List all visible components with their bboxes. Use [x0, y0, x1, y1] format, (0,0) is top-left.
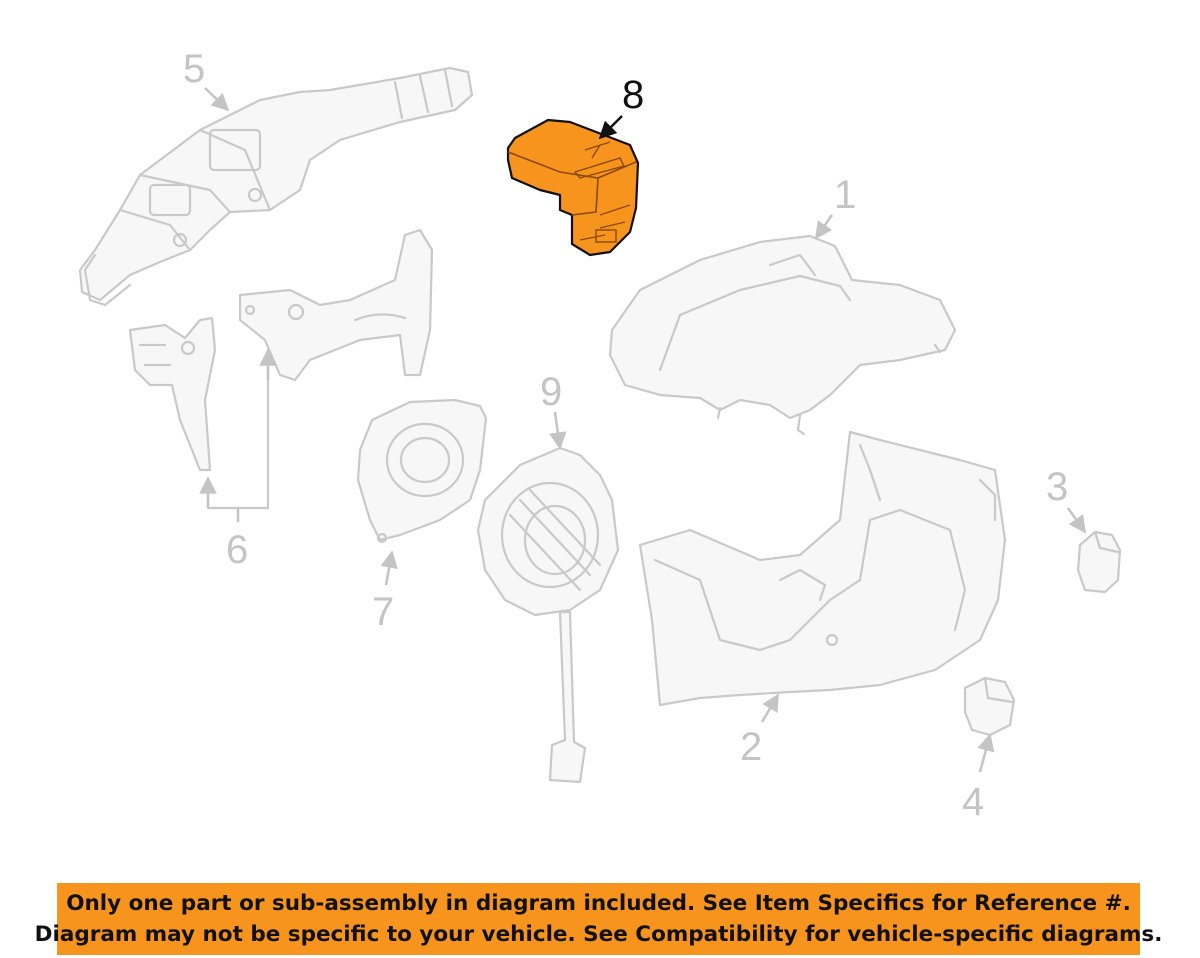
callout-6: 6	[226, 528, 248, 572]
leader-7	[380, 550, 398, 586]
leader-5	[204, 87, 230, 112]
part-4-trim-cap	[963, 676, 1016, 737]
part-1-upper-column-cover	[608, 234, 957, 436]
callout-7: 7	[372, 590, 394, 634]
callout-9: 9	[540, 370, 562, 414]
callout-8: 8	[622, 73, 644, 117]
leader-1	[814, 214, 834, 240]
leader-9	[549, 411, 567, 450]
disclaimer-line-2: Diagram may not be specific to your vehi…	[34, 922, 1163, 947]
leader-3	[1066, 507, 1087, 534]
disclaimer-banner: Only one part or sub-assembly in diagram…	[35, 883, 1162, 955]
callout-5: 5	[183, 47, 205, 91]
part-5-combination-switch	[78, 66, 474, 307]
part-8-highlighted-switch	[506, 118, 640, 257]
parts-diagram: 5 8 1 9 3 6 7 2 4	[78, 47, 1122, 824]
leader-8	[598, 115, 623, 140]
part-3-trim-cap	[1076, 530, 1122, 594]
part-6-paddle-shifters	[128, 228, 434, 522]
part-2-lower-column-cover	[638, 430, 1007, 707]
part-9-clock-spring	[476, 446, 620, 784]
callout-3: 3	[1046, 465, 1068, 509]
leader-4	[977, 733, 995, 773]
part-7-steering-angle-sensor	[356, 398, 488, 544]
callout-2: 2	[740, 725, 762, 769]
disclaimer-line-1: Only one part or sub-assembly in diagram…	[66, 891, 1131, 916]
leader-2	[760, 693, 780, 723]
callout-1: 1	[834, 173, 856, 217]
callout-4: 4	[962, 780, 984, 824]
